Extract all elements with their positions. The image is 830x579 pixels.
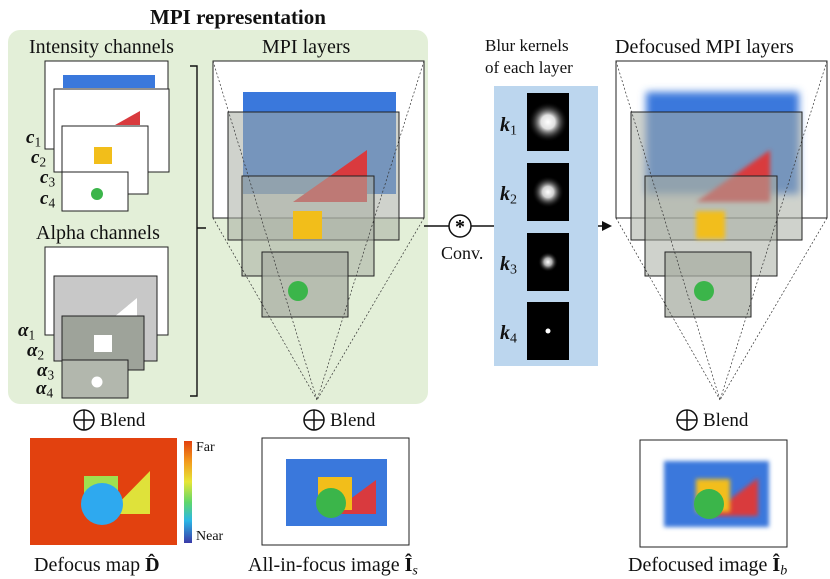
caption-defocused-image: Defocused image Îb (628, 554, 788, 579)
blend-symbol-2 (303, 409, 325, 431)
defocused-mpi-frustum (615, 60, 828, 401)
convolution-symbol (448, 214, 472, 238)
blur-kernels-heading: Blur kernels (485, 36, 569, 55)
label-c1: c1 (26, 127, 42, 150)
defocused-image (639, 439, 788, 548)
defocus-map-image (30, 438, 177, 545)
all-in-focus-image (261, 437, 410, 546)
label-c4: c4 (40, 188, 56, 211)
blend-symbol-1 (73, 409, 95, 431)
intensity-channels-stack (44, 60, 170, 212)
label-alpha2: α2 (27, 340, 45, 363)
label-c2: c2 (31, 147, 47, 170)
blur-kernels-heading-line2: of each layer (485, 58, 573, 77)
colorbar-near-label: Near (196, 529, 224, 544)
convolution-asterisk: * (455, 216, 465, 238)
label-k3: k3 (500, 253, 517, 278)
bracket (190, 65, 206, 397)
label-alpha3: α3 (37, 360, 55, 383)
label-k1: k1 (500, 114, 517, 139)
mpi-representation-title: MPI representation (150, 5, 326, 29)
intensity-channels-heading: Intensity channels (29, 36, 174, 58)
label-k4: k4 (500, 322, 517, 347)
conv-arrow-head (602, 221, 612, 231)
label-c3: c3 (40, 167, 56, 190)
blend-label-1: Blend (100, 410, 146, 431)
alpha-channels-heading: Alpha channels (36, 222, 160, 244)
blend-label-3: Blend (703, 410, 749, 431)
caption-all-in-focus: All-in-focus image Îs (248, 554, 418, 579)
alpha-channels-stack (44, 246, 169, 399)
defocused-mpi-layers-heading: Defocused MPI layers (615, 36, 794, 58)
depth-colorbar (184, 441, 192, 543)
mpi-layers-heading: MPI layers (262, 36, 351, 58)
blend-label-2: Blend (330, 410, 376, 431)
conv-label: Conv. (441, 243, 484, 263)
label-k2: k2 (500, 183, 517, 208)
mpi-layers-frustum (212, 60, 425, 401)
caption-defocus-map: Defocus map D̂ (34, 554, 160, 576)
blend-symbol-3 (676, 409, 698, 431)
label-alpha1: α1 (18, 320, 36, 343)
label-alpha4: α4 (36, 378, 54, 401)
colorbar-far-label: Far (196, 440, 215, 455)
